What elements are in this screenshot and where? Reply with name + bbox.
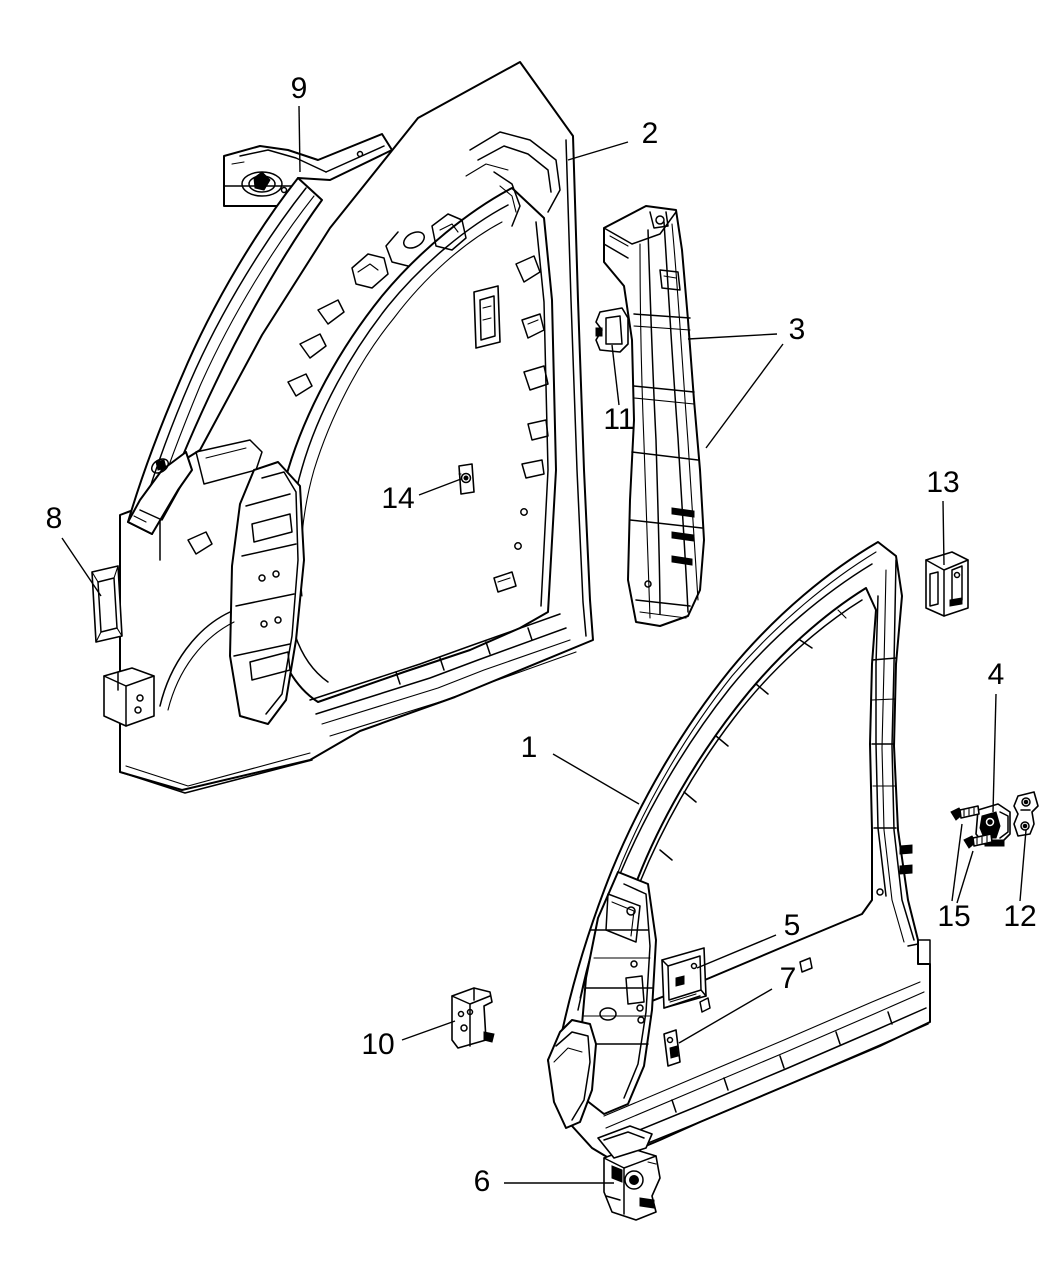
leader-5 <box>696 934 777 969</box>
callout-label-13[interactable]: 13 <box>926 466 959 499</box>
callout-leader-lines <box>61 105 1027 1184</box>
callout-label-3[interactable]: 3 <box>789 313 806 346</box>
part-9-roof-rail-extension[interactable] <box>127 133 393 535</box>
callout-label-9[interactable]: 9 <box>291 72 308 105</box>
part-1-body-side-aperture-panel-outer[interactable] <box>547 541 931 1161</box>
part-12-striker-shim-plate[interactable] <box>1013 791 1039 837</box>
part-8-filler-plug-cover[interactable] <box>91 565 123 643</box>
leader-8 <box>61 537 102 597</box>
leader-14 <box>418 478 462 496</box>
leader-15a <box>951 823 963 902</box>
leader-3a <box>687 333 778 340</box>
callout-label-2[interactable]: 2 <box>642 117 659 150</box>
leader-11 <box>611 344 620 406</box>
callout-label-11[interactable]: 11 <box>603 403 634 436</box>
part-2-body-side-aperture-panel-inner[interactable] <box>91 61 629 794</box>
leader-10 <box>401 1020 456 1041</box>
callout-labels: 1 2 3 4 5 6 7 8 9 10 11 12 13 14 15 <box>46 72 1037 1198</box>
part-11-pillar-trim-clip[interactable] <box>595 307 629 353</box>
leader-4 <box>992 693 997 813</box>
part-6-lower-door-hinge[interactable] <box>597 1125 661 1221</box>
callout-label-7[interactable]: 7 <box>780 962 797 995</box>
callout-label-15[interactable]: 15 <box>937 900 970 933</box>
callout-label-12[interactable]: 12 <box>1003 900 1036 933</box>
leader-12 <box>1019 829 1027 902</box>
callout-label-4[interactable]: 4 <box>988 658 1005 691</box>
part-7-small-retainer-clip[interactable] <box>663 1029 681 1067</box>
leader-1 <box>552 753 640 805</box>
part-10-reinforcement-bracket-lower[interactable] <box>451 987 495 1049</box>
leader-7 <box>678 988 773 1044</box>
callout-label-14[interactable]: 14 <box>381 482 414 515</box>
part-13-mounting-bracket[interactable] <box>925 551 969 617</box>
callout-label-6[interactable]: 6 <box>474 1165 491 1198</box>
callout-label-10[interactable]: 10 <box>361 1028 394 1061</box>
leader-2 <box>567 141 629 161</box>
leader-3b <box>705 343 784 449</box>
leader-9 <box>298 105 301 173</box>
aperture-inner-bracket <box>473 285 501 349</box>
part-15-striker-bolt-screw[interactable] <box>950 805 993 849</box>
callout-label-1[interactable]: 1 <box>521 731 538 764</box>
part-5-reinforcement-bracket-upper[interactable] <box>661 947 707 1009</box>
part-14-grommet-nut-plate[interactable] <box>458 463 475 495</box>
callout-label-5[interactable]: 5 <box>784 909 801 942</box>
panel-lower-block-bracket <box>103 667 155 727</box>
leader-13 <box>942 500 945 566</box>
part-3-b-pillar-reinforcement[interactable] <box>603 205 705 627</box>
callout-label-8[interactable]: 8 <box>46 502 63 535</box>
leader-15b <box>956 850 974 904</box>
